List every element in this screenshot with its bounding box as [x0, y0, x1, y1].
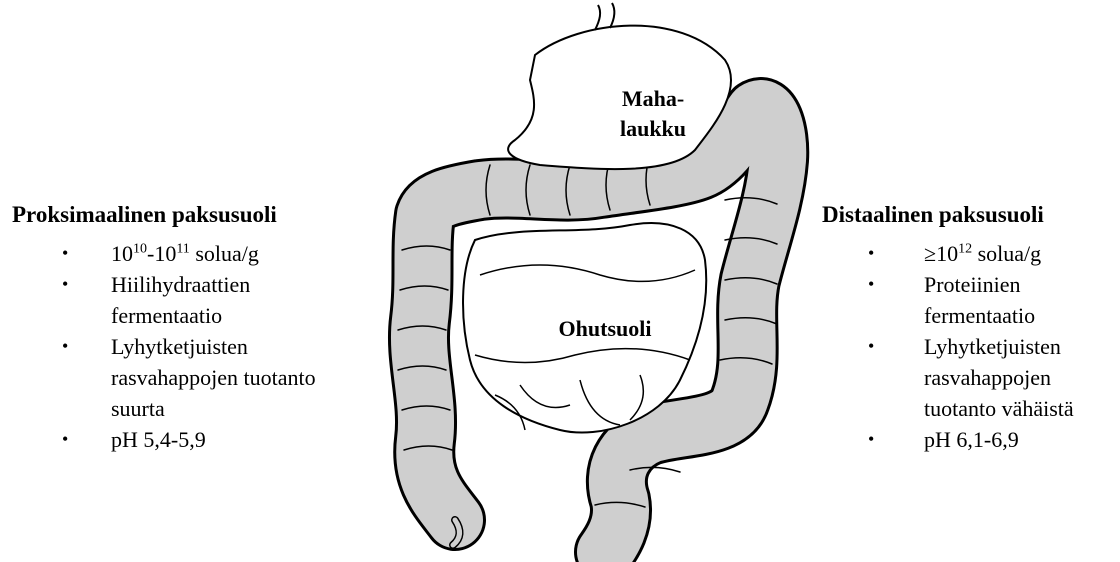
- bullet-icon: •: [868, 331, 874, 362]
- list-item-fermentation: • Hiilihydraattien fermentaatio: [12, 269, 392, 331]
- distal-colon-panel: Distaalinen paksusuoli • ≥1012 solua/g •…: [822, 200, 1112, 455]
- stomach-label: Maha- laukku: [603, 84, 703, 144]
- list-item-scfa: • Lyhytketjuisten rasvahappojen tuotanto…: [12, 331, 392, 424]
- list-item-bacteria-count: • 1010-1011 solua/g: [12, 238, 392, 269]
- bullet-icon: •: [868, 269, 874, 300]
- list-item-bacteria-count: • ≥1012 solua/g: [822, 238, 1112, 269]
- list-item-ph: • pH 5,4-5,9: [12, 424, 392, 455]
- bullet-icon: •: [62, 269, 68, 300]
- bullet-icon: •: [868, 424, 874, 455]
- list-item-scfa: • Lyhytketjuisten rasvahappojen tuotanto…: [822, 331, 1112, 424]
- intestine-illustration: [380, 0, 820, 562]
- bullet-icon: •: [868, 238, 874, 269]
- proximal-colon-heading: Proksimaalinen paksusuoli: [12, 200, 392, 230]
- list-item-fermentation: • Proteiinien fermentaatio: [822, 269, 1112, 331]
- bullet-icon: •: [62, 331, 68, 362]
- proximal-colon-list: • 1010-1011 solua/g • Hiilihydraattien f…: [12, 238, 392, 455]
- small-intestine-label: Ohutsuoli: [535, 314, 675, 344]
- list-item-ph: • pH 6,1-6,9: [822, 424, 1112, 455]
- proximal-colon-panel: Proksimaalinen paksusuoli • 1010-1011 so…: [12, 200, 392, 455]
- bullet-icon: •: [62, 238, 68, 269]
- bullet-icon: •: [62, 424, 68, 455]
- distal-colon-heading: Distaalinen paksusuoli: [822, 200, 1112, 230]
- distal-colon-list: • ≥1012 solua/g • Proteiinien fermentaat…: [822, 238, 1112, 455]
